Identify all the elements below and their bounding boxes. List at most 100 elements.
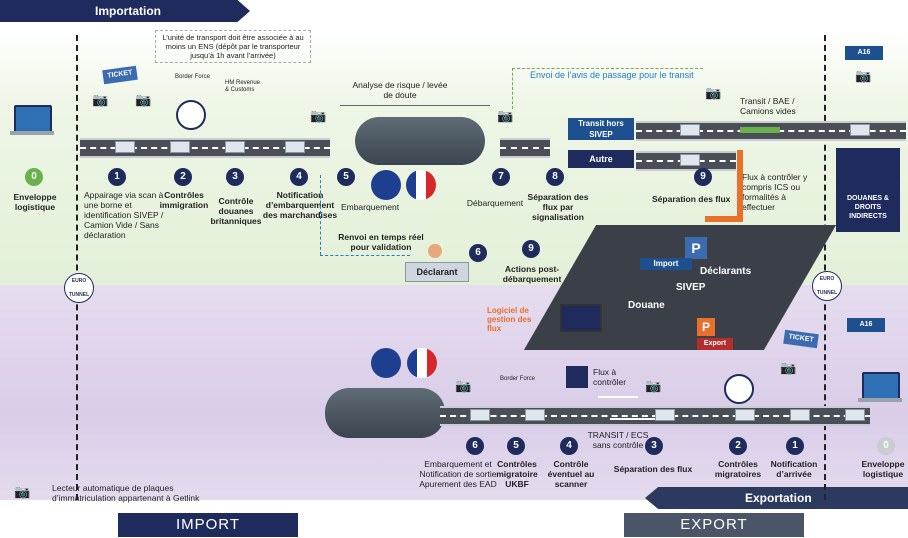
import-step-9b-label: Actions post-débarquement: [502, 264, 562, 284]
border-force-logo: Border Force: [175, 74, 211, 80]
douanes-logo: DOUANES & DROITS INDIRECTS: [836, 148, 900, 232]
hmrc-logo: HM Revenue & Customs: [225, 80, 261, 93]
import-step-4-label: Notification d’embarquement des marchand…: [262, 190, 338, 220]
camera-icon: 📷: [310, 108, 327, 123]
laptop-icon: [14, 105, 52, 133]
truck-icon: [790, 409, 810, 421]
parking-p-export-icon: P: [697, 318, 715, 336]
truck-icon: [655, 409, 675, 421]
import-step-0-label: Enveloppe logistique: [13, 192, 57, 212]
truck-icon: [470, 409, 490, 421]
eurotunnel-logo-right: EURO TUNNEL: [812, 271, 842, 301]
camera-icon: 📷: [135, 92, 152, 107]
flux-controler-logo-icon: [566, 366, 588, 388]
importation-header: Importation: [0, 0, 250, 22]
export-step-4-label: Contrôle éventuel au scanner: [547, 459, 595, 489]
truck-icon: [680, 124, 700, 136]
a16-road-sign: A16: [845, 46, 883, 60]
camera-icon: 📷: [855, 68, 872, 83]
export-step-1-label: Notification d’arrivée: [770, 459, 818, 479]
uk-flag-icon: [371, 170, 401, 200]
eurotunnel-logo: EURO TUNNEL: [64, 273, 94, 303]
export-step-5-badge: 5: [507, 437, 525, 455]
france-flag-icon-export: [407, 348, 437, 378]
ens-note: L’unité de transport doit être associée …: [155, 30, 311, 63]
truck-icon: [845, 409, 865, 421]
camera-icon: 📷: [455, 378, 472, 393]
orange-arrow-horizontal: [705, 216, 743, 222]
parking-declarants-label: Déclarants: [700, 266, 752, 277]
parking-export-sign: Export: [697, 338, 733, 350]
camera-legend-icon: 📷: [14, 484, 31, 499]
laptop-export-base-icon: [858, 398, 902, 402]
white-arrow-icon: [598, 396, 638, 398]
import-step-0-badge: 0: [25, 168, 43, 186]
transit-notice-label: Envoi de l’avis de passage pour le trans…: [530, 70, 694, 80]
a16-road-sign-export: A16: [847, 318, 885, 332]
laptop-base-icon: [10, 131, 54, 135]
import-step-8-label: Séparation des flux par signalisation: [527, 192, 589, 222]
monitor-icon: [560, 304, 602, 332]
border-force-crest-icon: [176, 100, 206, 130]
export-step-5-label: Contrôles migratoire UKBF: [496, 459, 538, 489]
parking-import-sign: Import: [640, 258, 692, 270]
exportation-header: Exportation: [645, 487, 908, 509]
export-step-2-label: Contrôles migratoires: [714, 459, 762, 479]
laptop-export-icon: [862, 372, 900, 400]
parking-p-icon: P: [685, 237, 707, 259]
import-step-9-label: Séparation des flux: [652, 194, 731, 204]
autre-lane-sign: Autre: [568, 150, 634, 168]
uk-flag-icon-export: [371, 348, 401, 378]
export-step-1-badge: 1: [786, 437, 804, 455]
export-step-0-badge: 0: [877, 437, 895, 455]
channel-tunnel-train: [355, 117, 485, 165]
transit-bae-label: Transit / BAE / Camions vides: [740, 96, 796, 116]
import-step-5-label: Embarquement: [340, 202, 400, 212]
renvoi-line: [320, 175, 321, 255]
parking-douane-label: Douane: [628, 300, 665, 311]
truck-icon: [115, 141, 135, 153]
flux-a-controler-label: Flux à contrôler: [593, 367, 627, 387]
import-road: [80, 138, 330, 158]
import-step-1-badge: 1: [108, 168, 126, 186]
import-step-2-label: Contrôles immigration: [159, 190, 209, 210]
parking-sivep-label: SIVEP: [676, 282, 706, 293]
camera-icon: 📷: [780, 360, 797, 375]
truck-icon: [850, 124, 870, 136]
right-boundary-line: [824, 35, 826, 500]
channel-tunnel-train-export: [325, 388, 445, 438]
camera-icon: 📷: [497, 108, 514, 123]
import-step-9b-badge: 9: [522, 240, 540, 258]
camera-icon: 📷: [705, 85, 722, 100]
import-step-6-badge: 6: [469, 244, 487, 262]
camera-icon: 📷: [92, 92, 109, 107]
logiciel-label: Logiciel de gestion des flux: [487, 306, 532, 333]
export-step-3-badge: 3: [645, 437, 663, 455]
export-step-2-badge: 2: [729, 437, 747, 455]
declarant-box: Déclarant: [405, 262, 469, 282]
white-arrow-icon: [610, 418, 655, 420]
import-step-2-badge: 2: [174, 168, 192, 186]
import-footer-label: IMPORT: [118, 513, 298, 537]
person-icon: [428, 244, 442, 258]
truck-icon: [285, 141, 305, 153]
truck-icon: [525, 409, 545, 421]
import-step-1-label: Appairage via scan à une borne et identi…: [84, 190, 164, 240]
france-flag-icon: [406, 170, 436, 200]
transit-notice-line: [512, 68, 703, 109]
left-boundary-line: [76, 35, 78, 500]
analyse-risk-label: Analyse de risque / levée de doute: [352, 80, 448, 100]
import-step-7-badge: 7: [492, 168, 510, 186]
import-step-3-badge: 3: [226, 168, 244, 186]
truck-icon: [735, 409, 755, 421]
import-step-8-badge: 8: [546, 168, 564, 186]
export-footer-label: EXPORT: [624, 513, 804, 537]
border-force-logo-export: Border Force: [500, 376, 536, 382]
transit-hors-sivep-sign: Transit hors SIVEP: [568, 118, 634, 140]
truck-icon: [680, 154, 700, 166]
export-step-0-label: Enveloppe logistique: [861, 459, 905, 479]
analyse-arrow: [340, 105, 490, 106]
camera-icon: 📷: [645, 378, 662, 393]
orange-arrow: [737, 150, 743, 220]
transit-ecs-label: TRANSIT / ECS sans contrôle: [587, 430, 649, 450]
